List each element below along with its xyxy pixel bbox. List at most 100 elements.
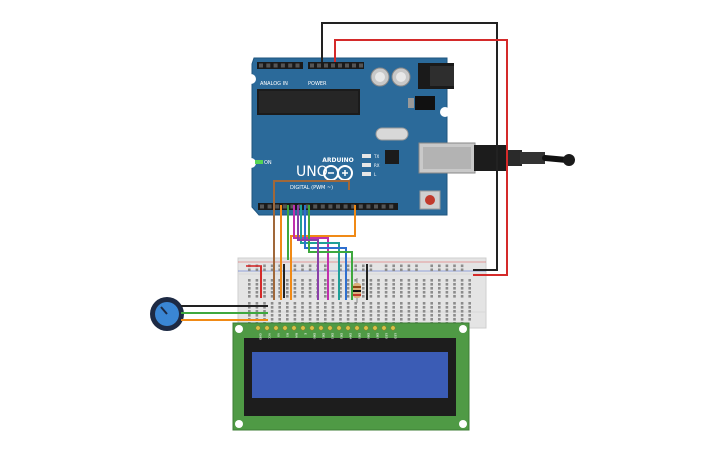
breadboard-hole[interactable] [270,306,274,309]
digital-pin[interactable] [351,204,356,209]
breadboard-hole[interactable] [301,318,304,321]
breadboard-hole[interactable] [468,310,471,313]
breadboard-hole[interactable] [308,264,312,268]
breadboard-hole[interactable] [407,287,411,290]
breadboard-hole[interactable] [354,314,357,317]
breadboard-hole[interactable] [324,306,327,309]
breadboard-hole[interactable] [468,314,471,317]
breadboard-hole[interactable] [339,310,342,313]
breadboard-hole[interactable] [293,283,297,286]
breadboard-hole[interactable] [278,302,281,305]
digital-pin[interactable] [305,204,310,209]
breadboard-hole[interactable] [400,302,403,305]
breadboard-hole[interactable] [270,302,274,305]
breadboard-hole[interactable] [346,264,350,268]
breadboard-hole[interactable] [301,264,304,268]
breadboard-hole[interactable] [324,283,327,286]
breadboard-hole[interactable] [270,318,274,321]
breadboard-hole[interactable] [324,302,327,305]
breadboard-hole[interactable] [270,264,274,268]
digital-pin[interactable] [381,204,386,209]
breadboard-hole[interactable] [255,283,259,286]
breadboard-hole[interactable] [286,287,289,290]
analog-pin[interactable] [266,63,271,68]
breadboard-hole[interactable] [384,310,388,313]
breadboard-hole[interactable] [445,318,449,321]
breadboard-hole[interactable] [270,268,274,272]
breadboard-hole[interactable] [400,287,403,290]
analog-pin[interactable] [259,63,263,68]
breadboard-hole[interactable] [339,302,342,305]
breadboard-hole[interactable] [384,291,388,294]
breadboard-hole[interactable] [400,268,403,272]
breadboard-hole[interactable] [270,283,274,286]
breadboard-hole[interactable] [270,291,274,294]
lcd-pin[interactable] [318,325,324,331]
breadboard-hole[interactable] [438,264,441,268]
wire-purple[interactable] [297,205,319,300]
breadboard-hole[interactable] [422,279,426,282]
breadboard-hole[interactable] [384,314,388,317]
breadboard-hole[interactable] [369,279,373,282]
wire-black-gnd[interactable] [321,22,498,271]
breadboard-hole[interactable] [324,279,327,282]
breadboard-hole[interactable] [400,291,403,294]
breadboard-hole[interactable] [468,279,471,282]
breadboard-hole[interactable] [346,283,350,286]
lcd-pin[interactable] [363,325,369,331]
breadboard-hole[interactable] [346,314,350,317]
digital-pin[interactable] [313,204,318,209]
breadboard-hole[interactable] [400,318,403,321]
breadboard-hole[interactable] [362,306,365,309]
breadboard-hole[interactable] [362,283,365,286]
breadboard-hole[interactable] [286,295,289,298]
digital-pin[interactable] [366,204,371,209]
breadboard-hole[interactable] [263,302,266,305]
breadboard-hole[interactable] [377,279,380,282]
breadboard-hole[interactable] [384,268,388,272]
breadboard-hole[interactable] [407,310,411,313]
breadboard-hole[interactable] [384,302,388,305]
header-pin[interactable] [317,63,321,68]
breadboard-hole[interactable] [331,279,335,282]
breadboard-hole[interactable] [400,306,403,309]
breadboard-hole[interactable] [415,314,418,317]
header-pin[interactable] [331,63,335,68]
breadboard-hole[interactable] [308,295,312,298]
breadboard-hole[interactable] [392,310,395,313]
breadboard-hole[interactable] [445,268,449,272]
arduino-board[interactable]: TX RX L ON ARDUINO UNO DIGITAL (PWM ~) P… [246,57,476,216]
breadboard-hole[interactable] [278,264,281,268]
analog-pin[interactable] [280,63,285,68]
breadboard-hole[interactable] [377,291,380,294]
lcd-pin[interactable] [282,325,288,331]
breadboard-hole[interactable] [248,291,251,294]
breadboard-hole[interactable] [308,291,312,294]
breadboard-hole[interactable] [263,268,266,272]
breadboard-hole[interactable] [422,302,426,305]
breadboard-hole[interactable] [400,310,403,313]
breadboard-hole[interactable] [308,310,312,313]
breadboard-hole[interactable] [339,268,342,272]
breadboard-hole[interactable] [453,302,456,305]
breadboard-hole[interactable] [407,295,411,298]
breadboard-hole[interactable] [331,302,335,305]
lcd-pin[interactable] [327,325,333,331]
breadboard-hole[interactable] [362,310,365,313]
breadboard-hole[interactable] [362,279,365,282]
breadboard-hole[interactable] [263,295,266,298]
breadboard-hole[interactable] [278,283,281,286]
breadboard-hole[interactable] [392,287,395,290]
breadboard-hole[interactable] [293,291,297,294]
wire-teal[interactable] [300,205,340,300]
breadboard-hole[interactable] [415,295,418,298]
breadboard-hole[interactable] [438,279,441,282]
breadboard-hole[interactable] [415,283,418,286]
breadboard-hole[interactable] [346,268,350,272]
breadboard-hole[interactable] [278,310,281,313]
breadboard-hole[interactable] [308,287,312,290]
breadboard-hole[interactable] [270,314,274,317]
breadboard-hole[interactable] [407,264,411,268]
breadboard-hole[interactable] [453,314,456,317]
breadboard-hole[interactable] [415,291,418,294]
